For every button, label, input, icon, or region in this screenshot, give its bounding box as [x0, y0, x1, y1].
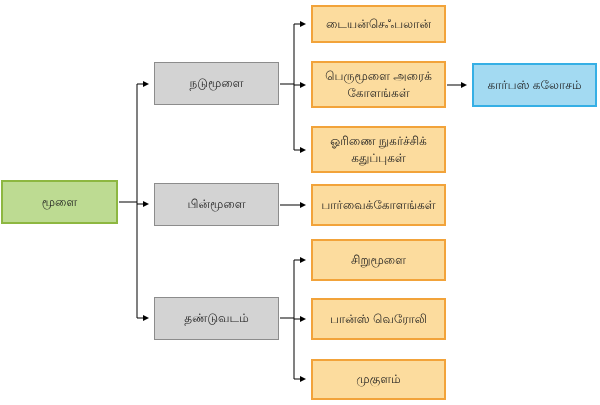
node-diencephalon-label: டையன்செஃபலான் [325, 16, 432, 31]
node-cerebral-hemispheres: பெருமூளை அரைக் கோளங்கள் [311, 61, 446, 108]
node-brain: மூளை [1, 180, 118, 224]
node-cerebellum: சிறுமூளை [311, 239, 446, 281]
node-olfactory-lobes: ஓரிணை நுகர்ச்சிக் கதுப்புகள் [311, 126, 446, 173]
node-medulla-label: முகுளம் [356, 372, 401, 387]
node-optic-lobes: பார்வைக்கோளங்கள் [311, 184, 446, 226]
node-olfactory-lobes-label: ஓரிணை நுகர்ச்சிக் கதுப்புகள் [330, 134, 427, 165]
node-spinal-cord-label: தண்டுவடம் [184, 311, 249, 326]
node-cerebellum-label: சிறுமூளை [351, 252, 406, 267]
node-brain-label: மூளை [41, 194, 78, 209]
node-optic-lobes-label: பார்வைக்கோளங்கள் [321, 197, 436, 212]
node-corpus-callosum: கார்பஸ் கலோசம் [472, 63, 597, 107]
node-medulla: முகுளம் [311, 359, 446, 400]
node-pons-varolii: பான்ஸ் வெரோலி [311, 298, 446, 340]
node-spinal-cord: தண்டுவடம் [154, 297, 279, 340]
node-diencephalon: டையன்செஃபலான் [311, 5, 446, 43]
node-pons-varolii-label: பான்ஸ் வெரோலி [329, 311, 428, 326]
node-midbrain: நடுமூளை [154, 62, 279, 105]
node-cerebral-hemispheres-label: பெருமூளை அரைக் கோளங்கள் [325, 69, 432, 100]
node-midbrain-label: நடுமூளை [189, 76, 244, 91]
node-hindbrain: பின்மூளை [154, 183, 279, 226]
node-corpus-callosum-label: கார்பஸ் கலோசம் [487, 77, 582, 92]
node-hindbrain-label: பின்மூளை [187, 197, 246, 212]
